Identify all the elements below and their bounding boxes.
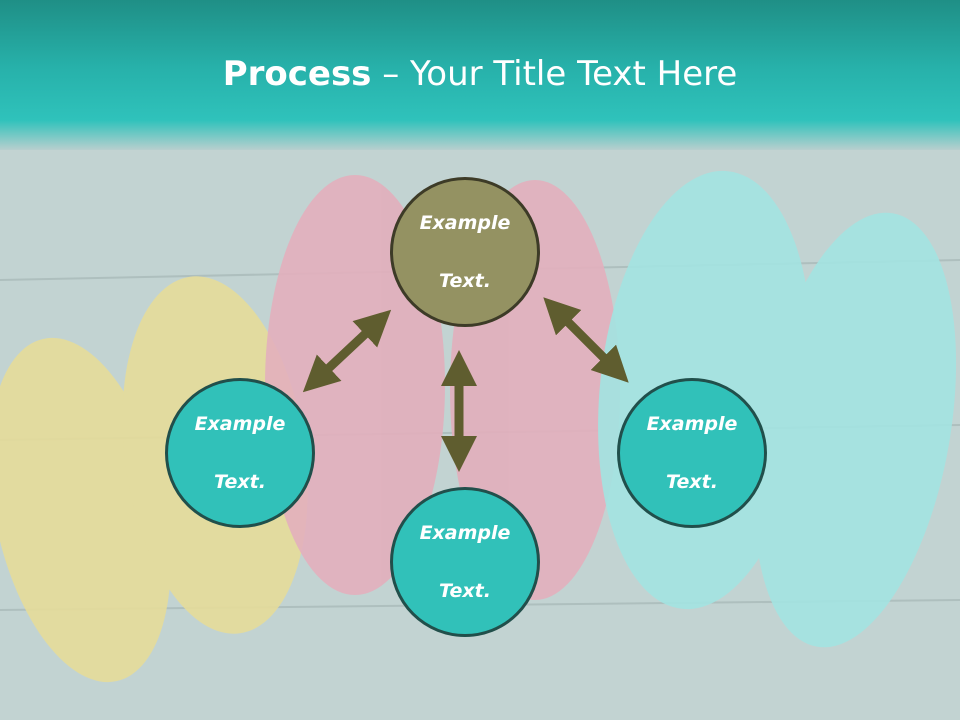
bottom-node-line2: Text. bbox=[439, 579, 491, 602]
center-node-line1: Example bbox=[419, 211, 511, 234]
title-bold-part: Process bbox=[222, 54, 372, 94]
left-node-line2: Text. bbox=[214, 470, 266, 493]
arrow-center-right bbox=[543, 297, 629, 383]
center-node-line2: Text. bbox=[439, 269, 491, 292]
title-banner bbox=[0, 0, 960, 150]
right-node-line1: Example bbox=[646, 412, 738, 435]
slide-title: Process – Your Title Text Here bbox=[0, 52, 960, 96]
left-node-line1: Example bbox=[194, 412, 286, 435]
arrow-center-left bbox=[302, 309, 392, 393]
right-node-line2: Text. bbox=[666, 470, 718, 493]
title-rest-part: – Your Title Text Here bbox=[371, 54, 738, 94]
bottom-node-line1: Example bbox=[419, 521, 511, 544]
